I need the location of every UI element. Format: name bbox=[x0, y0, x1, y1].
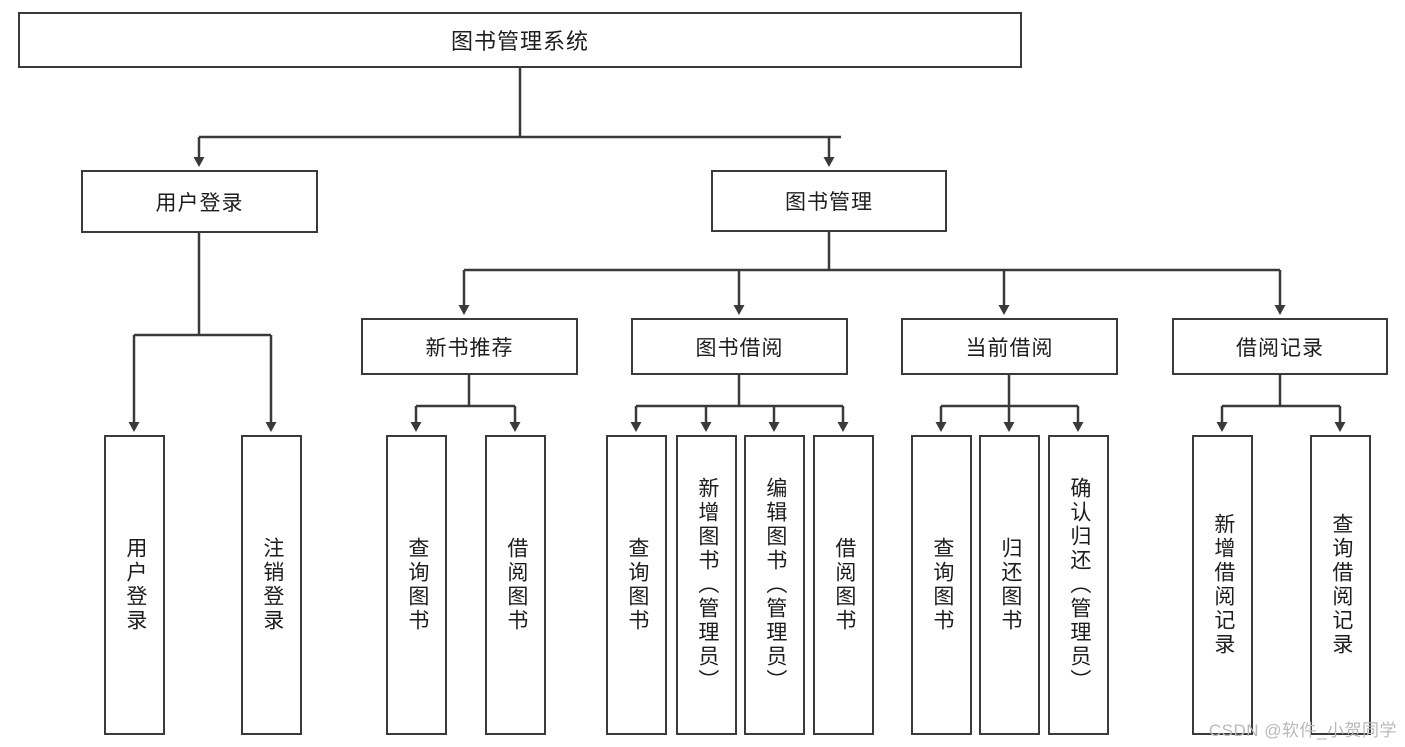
leaf-borrow-borrow-book[interactable]: 借阅图书 bbox=[813, 435, 874, 735]
leaf-label: 确认归还（管理员） bbox=[1067, 477, 1091, 693]
node-user-login[interactable]: 用户登录 bbox=[81, 170, 318, 233]
leaf-user-login-logout[interactable]: 注销登录 bbox=[241, 435, 302, 735]
node-label: 图书借阅 bbox=[695, 336, 784, 360]
leaf-borrow-edit-book[interactable]: 编辑图书（管理员） bbox=[744, 435, 805, 735]
leaf-borrow-query-book[interactable]: 查询图书 bbox=[606, 435, 667, 735]
leaf-recommend-borrow-book[interactable]: 借阅图书 bbox=[485, 435, 546, 735]
node-book-borrow[interactable]: 图书借阅 bbox=[631, 318, 848, 375]
node-label: 当前借阅 bbox=[965, 336, 1054, 360]
node-new-book-recommend[interactable]: 新书推荐 bbox=[361, 318, 578, 375]
watermark: CSDN @软件_小贺同学 bbox=[1208, 721, 1397, 740]
leaf-label: 查询图书 bbox=[405, 537, 429, 633]
leaf-label: 查询借阅记录 bbox=[1329, 513, 1353, 657]
leaf-label: 用户登录 bbox=[123, 537, 147, 633]
leaf-label: 归还图书 bbox=[998, 537, 1022, 633]
leaf-current-confirm-return[interactable]: 确认归还（管理员） bbox=[1048, 435, 1109, 735]
node-label: 图书管理系统 bbox=[450, 29, 589, 54]
leaf-record-add-record[interactable]: 新增借阅记录 bbox=[1192, 435, 1253, 735]
node-root-system[interactable]: 图书管理系统 bbox=[18, 12, 1022, 68]
leaf-label: 查询图书 bbox=[930, 537, 954, 633]
node-book-management[interactable]: 图书管理 bbox=[711, 170, 947, 232]
leaf-label: 注销登录 bbox=[260, 537, 284, 633]
leaf-current-query-book[interactable]: 查询图书 bbox=[911, 435, 972, 735]
node-label: 借阅记录 bbox=[1236, 336, 1324, 360]
leaf-label: 编辑图书（管理员） bbox=[763, 477, 787, 693]
node-label: 新书推荐 bbox=[425, 336, 514, 360]
node-label: 图书管理 bbox=[785, 191, 873, 214]
leaf-borrow-add-book[interactable]: 新增图书（管理员） bbox=[676, 435, 737, 735]
leaf-label: 新增借阅记录 bbox=[1211, 513, 1235, 657]
leaf-user-login-login[interactable]: 用户登录 bbox=[104, 435, 165, 735]
leaf-label: 借阅图书 bbox=[832, 537, 856, 633]
leaf-label: 新增图书（管理员） bbox=[695, 477, 719, 693]
leaf-label: 借阅图书 bbox=[504, 537, 528, 633]
leaf-record-query-record[interactable]: 查询借阅记录 bbox=[1310, 435, 1371, 735]
node-label: 用户登录 bbox=[155, 191, 244, 215]
leaf-current-return-book[interactable]: 归还图书 bbox=[979, 435, 1040, 735]
node-borrow-record[interactable]: 借阅记录 bbox=[1172, 318, 1388, 375]
node-current-borrow[interactable]: 当前借阅 bbox=[901, 318, 1118, 375]
leaf-recommend-query-book[interactable]: 查询图书 bbox=[386, 435, 447, 735]
leaf-label: 查询图书 bbox=[625, 537, 649, 633]
